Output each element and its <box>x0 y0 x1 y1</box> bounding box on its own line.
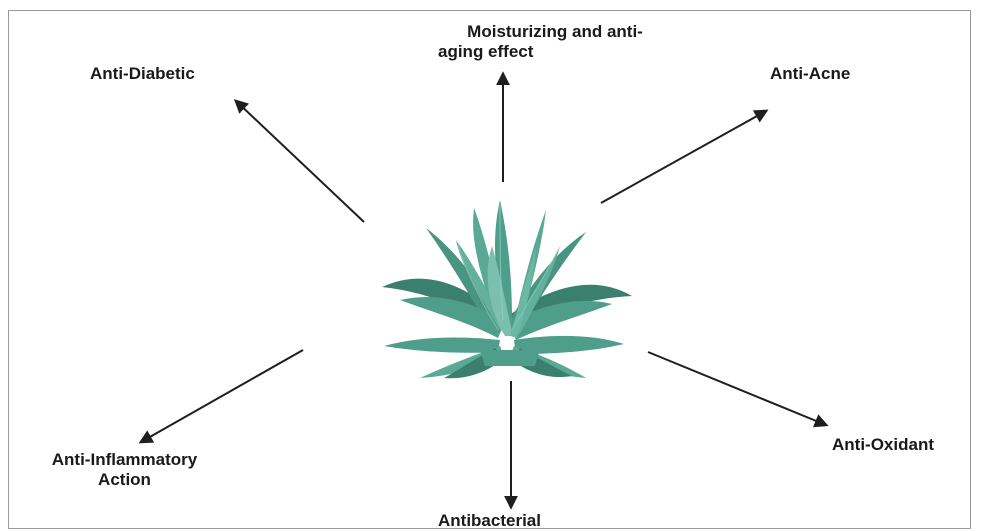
arrow-to-anti-inflammatory <box>141 350 303 442</box>
agave-plant-icon <box>382 200 632 378</box>
label-anti-oxidant: Anti-Oxidant <box>832 435 934 455</box>
label-antibacterial: Antibacterial <box>438 511 541 531</box>
arrow-to-anti-oxidant <box>648 352 826 425</box>
label-anti-inflammatory: Anti-Inflammatory Action <box>22 450 227 490</box>
arrow-to-anti-diabetic <box>236 101 364 222</box>
label-anti-inflammatory-line2: Action <box>22 470 227 490</box>
label-moisturizing-line1: Moisturizing and anti- <box>420 22 690 42</box>
label-anti-diabetic: Anti-Diabetic <box>90 64 195 84</box>
arrow-to-anti-acne <box>601 111 766 203</box>
label-anti-acne: Anti-Acne <box>770 64 850 84</box>
label-moisturizing-line2: aging effect <box>420 42 690 62</box>
label-moisturizing: Moisturizing and anti- aging effect <box>420 22 690 62</box>
label-anti-inflammatory-line1: Anti-Inflammatory <box>22 450 227 470</box>
